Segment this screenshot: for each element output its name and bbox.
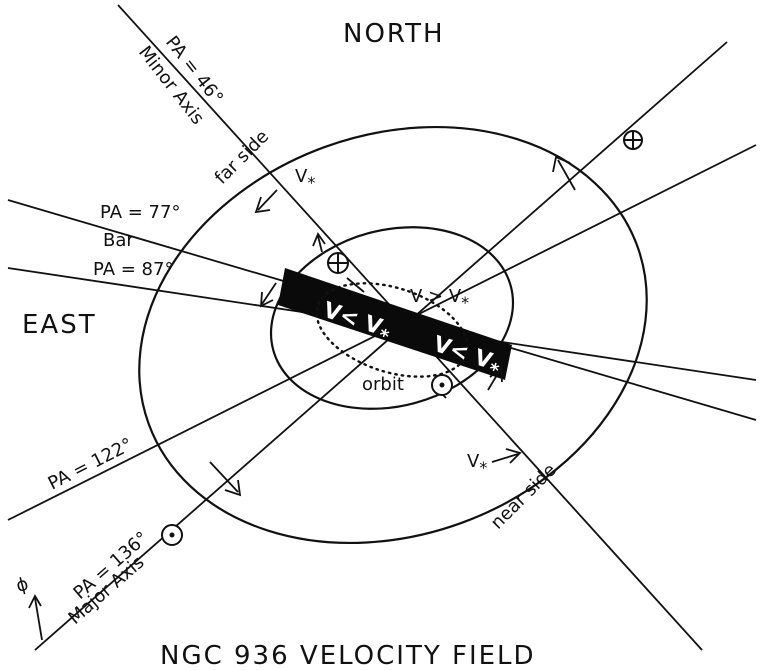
outer-ring (138, 125, 648, 545)
phi-arrow-icon (28, 594, 43, 641)
earth-symbol-top-right (623, 130, 643, 150)
orbit-ellipse (315, 282, 469, 378)
far-side-label: far side (211, 126, 273, 188)
east-label: EAST (22, 310, 97, 340)
bar-label: Bar (103, 230, 134, 251)
pa77-label: PA = 77° (100, 202, 180, 223)
earth-symbol-center (327, 252, 349, 274)
pa87-label: PA = 87° (93, 259, 173, 280)
inner-ring (269, 226, 515, 410)
sun-symbol-center (431, 374, 453, 396)
orbit-label: orbit (362, 374, 404, 395)
sun-symbol-lower-left (161, 524, 183, 546)
v-gt-label: V > V* (410, 286, 469, 312)
title-label: NGC 936 VELOCITY FIELD (160, 641, 536, 670)
bar-band (278, 268, 512, 380)
phi-label: ϕ (14, 573, 31, 596)
near-side-label: near side (487, 460, 561, 534)
pa122-label: PA = 122° (45, 434, 136, 494)
v-star-lower-label: V* (467, 451, 487, 477)
v-star-upper-label: V* (295, 166, 315, 192)
north-label: NORTH (343, 19, 445, 49)
major-axis-line (34, 41, 728, 651)
